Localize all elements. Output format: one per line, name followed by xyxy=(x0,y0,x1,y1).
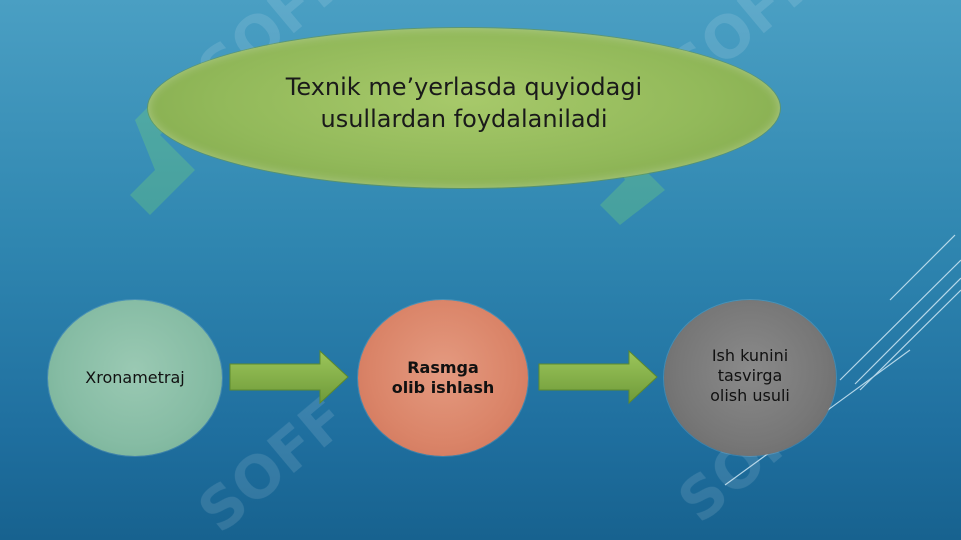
title-ellipse: Texnik me’yerlasda quyiodagi usullardan … xyxy=(148,28,780,188)
node-2-label-line-1: Rasmga xyxy=(407,358,479,377)
title-line-2: usullardan foydalaniladi xyxy=(320,105,608,133)
arrow-right-icon xyxy=(229,349,349,405)
node-3-label: Ish kunini tasvirga olish usuli xyxy=(695,346,805,406)
arrow-right-icon xyxy=(538,349,658,405)
node-3-label-line-2: tasvirga xyxy=(717,366,783,385)
node-xronametraj: Xronametraj xyxy=(48,300,222,456)
node-3-label-line-3: olish usuli xyxy=(710,386,790,405)
decorative-lines xyxy=(724,234,961,486)
node-ish-kunini-tasvirga-olish: Ish kunini tasvirga olish usuli xyxy=(664,300,836,456)
node-rasmga-olib-ishlash: Rasmga olib ishlash xyxy=(358,300,528,456)
node-2-label-line-2: olib ishlash xyxy=(391,378,495,397)
title-line-1: Texnik me’yerlasda quyiodagi xyxy=(285,73,643,101)
slide-title: Texnik me’yerlasda quyiodagi usullardan … xyxy=(254,71,674,135)
node-2-label: Rasmga olib ishlash xyxy=(383,358,503,398)
node-3-label-line-1: Ish kunini xyxy=(711,346,789,365)
node-1-label: Xronametraj xyxy=(85,368,185,387)
